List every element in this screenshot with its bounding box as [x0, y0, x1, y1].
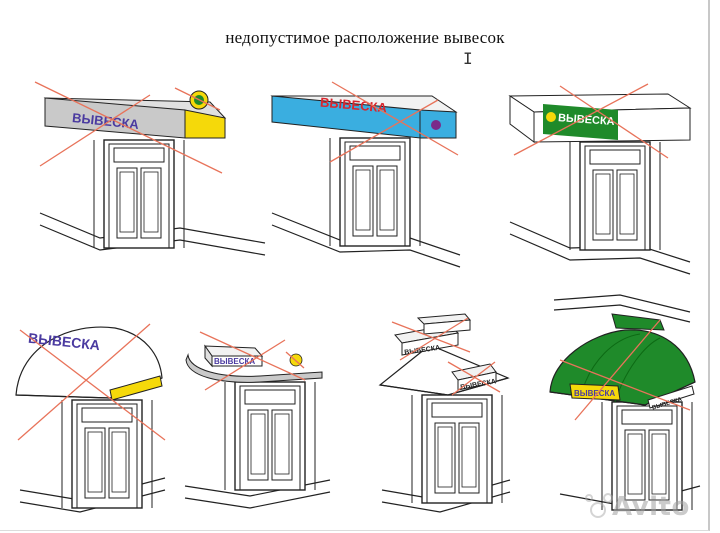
scene-5: ВЫВЕСКА: [184, 331, 331, 509]
avito-logo: [585, 493, 613, 518]
sign-label-7a: ВЫВЕСКА: [574, 389, 615, 398]
sign-label-2: ВЫВЕСКА: [320, 95, 389, 116]
sign-label-1: ВЫВЕСКА: [71, 110, 140, 132]
scene-7: ВЫВЕСКА ВЫВЕСКА: [549, 294, 701, 511]
sign-label-5: ВЫВЕСКА: [214, 357, 255, 366]
scene-3: ВЫВЕСКА: [508, 83, 692, 275]
sign-label-6a: ВЫВЕСКА: [404, 345, 441, 357]
scene-4: ВЫВЕСКА: [15, 323, 166, 513]
avito-watermark: Avito: [612, 492, 690, 522]
scene-6: ВЫВЕСКА ВЫВЕСКА: [378, 313, 511, 513]
cursor-icon: I: [463, 49, 473, 68]
scene-2: ВЫВЕСКА: [270, 81, 461, 268]
scene-1: ВЫВЕСКА: [34, 81, 266, 256]
page-title: недопустимое расположение вывесок: [225, 28, 505, 47]
sign-label-4: ВЫВЕСКА: [27, 330, 100, 353]
